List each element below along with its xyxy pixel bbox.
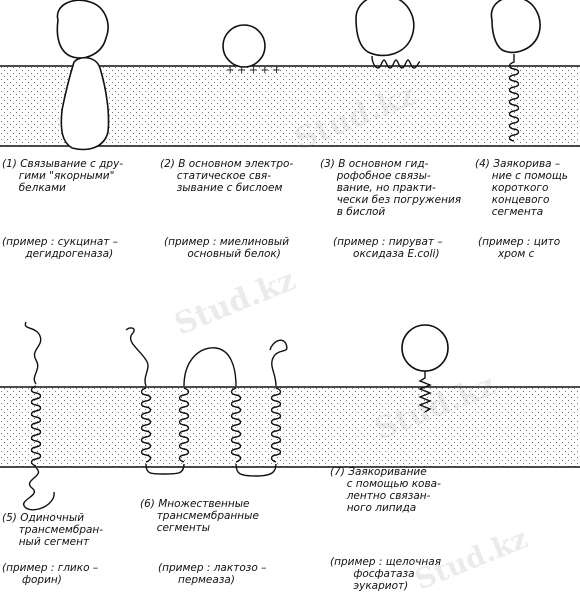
caption-1: (1) Связывание с дру- гими "якорными" бе… [2,158,124,194]
wavy-chain-bottom-5 [23,467,55,511]
helix-6d [270,387,282,463]
loop-bottom-1-6 [145,463,185,475]
example-1: (пример : сукцинат – дегидрогеназа) [2,236,119,260]
globular-protein-1 [56,0,109,59]
wavy-chain-top-5 [24,321,42,385]
watermark-2: Stud.kz [170,263,300,343]
loop-top-6 [183,347,237,387]
loop-bottom-2-6 [235,463,277,477]
surface-charges: + + + + + [226,65,281,76]
globular-protein-4 [490,0,541,54]
protein-7-lipid-anchor [401,324,449,413]
helix-6c [230,387,242,463]
chain-top-left-6 [125,327,149,387]
globular-protein-7 [401,324,449,372]
helix-6b [178,387,190,463]
example-4: (пример : цито хром с [478,236,561,260]
example-6: (пример : лактозо – пермеаза) [158,562,267,586]
helix-6a [140,387,152,463]
anchor-protein [60,56,110,151]
example-7: (пример : щелочная фосфатаза эукариот) [330,556,442,592]
lipid-zigzag-7 [418,371,432,413]
caption-2: (2) В основном электро- статическое свя-… [160,158,294,194]
protein-4-terminal-segment [490,0,541,142]
protein-3-hydrophobic [355,0,421,69]
caption-3: (3) В основном гид- рофобное связы- вани… [320,158,462,218]
chain-top-right-6 [269,339,288,387]
globular-protein-3 [355,0,415,57]
example-3: (пример : пируват – оксидаза E.coli) [333,236,443,260]
protein-2-electrostatic: + + + + + [222,24,281,76]
example-2: (пример : миелиновый основный белок) [164,236,290,260]
example-5: (пример : глико – форин) [2,562,99,586]
caption-5: (5) Одиночный трансмембран- ный сегмент [2,512,104,548]
membrane-bottom [0,386,580,468]
protein-6-multi-tm [125,327,288,477]
protein-1-anchor-bound [56,0,110,151]
helix-4 [508,54,520,142]
helix-5 [30,385,42,467]
caption-7: (7) Заякоривание с помощью кова- лентно … [330,466,441,514]
protein-5-single-tm [23,321,55,511]
short-helix-3 [371,55,421,69]
caption-6: (6) Множественные трансмембранные сегмен… [140,498,259,534]
caption-4: (4) Заякорива – ние с помощь короткого к… [475,158,568,218]
globular-protein-2 [222,24,266,68]
